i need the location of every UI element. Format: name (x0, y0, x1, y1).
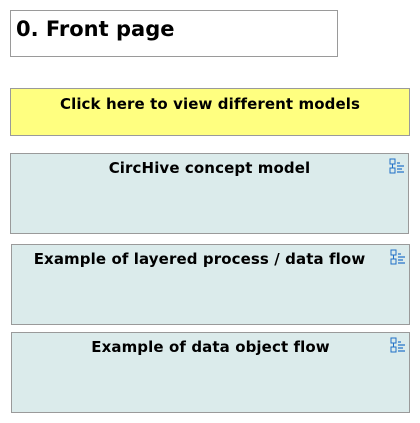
model-card-circhive-concept[interactable]: CircHive concept model (10, 153, 409, 234)
model-tree-icon[interactable] (390, 337, 406, 353)
model-card-layered-process[interactable]: Example of layered process / data flow (11, 244, 410, 325)
model-card-label: Example of data object flow (91, 338, 330, 356)
model-tree-icon[interactable] (390, 249, 406, 265)
model-card-label: CircHive concept model (108, 159, 311, 177)
model-card-label: Example of layered process / data flow (33, 250, 366, 268)
model-tree-icon[interactable] (389, 158, 405, 174)
page-title-box: 0. Front page (10, 10, 338, 57)
view-models-link[interactable]: Click here to view different models (10, 88, 410, 136)
model-card-data-object-flow[interactable]: Example of data object flow (11, 332, 410, 413)
view-models-label: Click here to view different models (59, 95, 361, 113)
page-title: 0. Front page (16, 17, 175, 41)
